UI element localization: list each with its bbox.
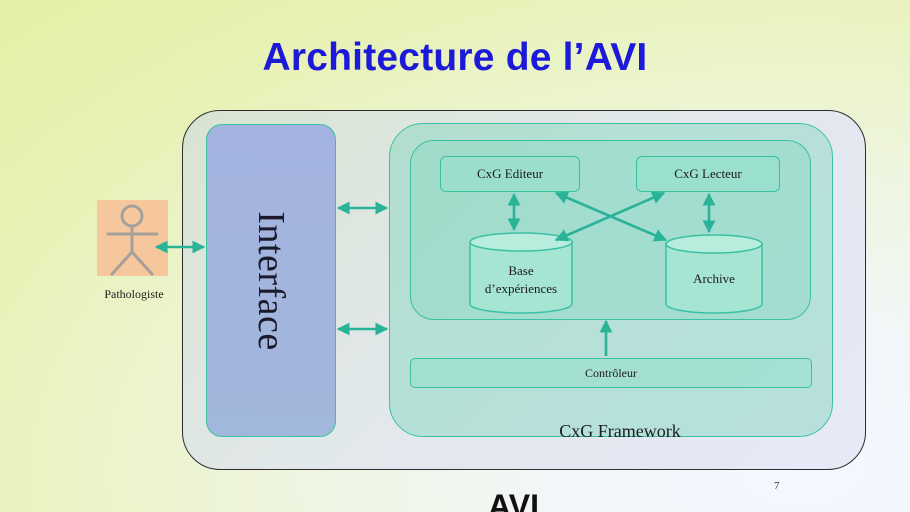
slide-title: Architecture de l’AVI [262,36,648,79]
lecteur-base-arrow [554,191,666,242]
footer-partial-text: AVI [488,488,539,512]
controleur-label: Contrôleur [585,365,637,380]
interface-block [206,124,336,437]
controleur-box: Contrôleur [410,358,812,388]
archive-database-icon [665,234,763,314]
cxg-lecteur-box: CxG Lecteur [636,156,780,192]
pathologiste-label: Pathologiste [104,287,164,301]
base-label-line1: Base [508,263,534,278]
stick-figure-actor-icon [106,204,159,276]
cxg-editeur-label: CxG Editeur [476,166,544,181]
cxg-lecteur-label: CxG Lecteur [674,166,742,181]
archive-label: Archive [693,271,735,286]
base-experiences-database-icon [469,232,573,314]
cxg-framework-label: CxG Framework [559,421,681,441]
base-label-line2: d’expériences [484,281,558,296]
base-experiences-label: Base d’expériences [470,262,572,298]
cxg-editeur-box: CxG Editeur [440,156,580,192]
page-number: 7 [774,480,780,492]
